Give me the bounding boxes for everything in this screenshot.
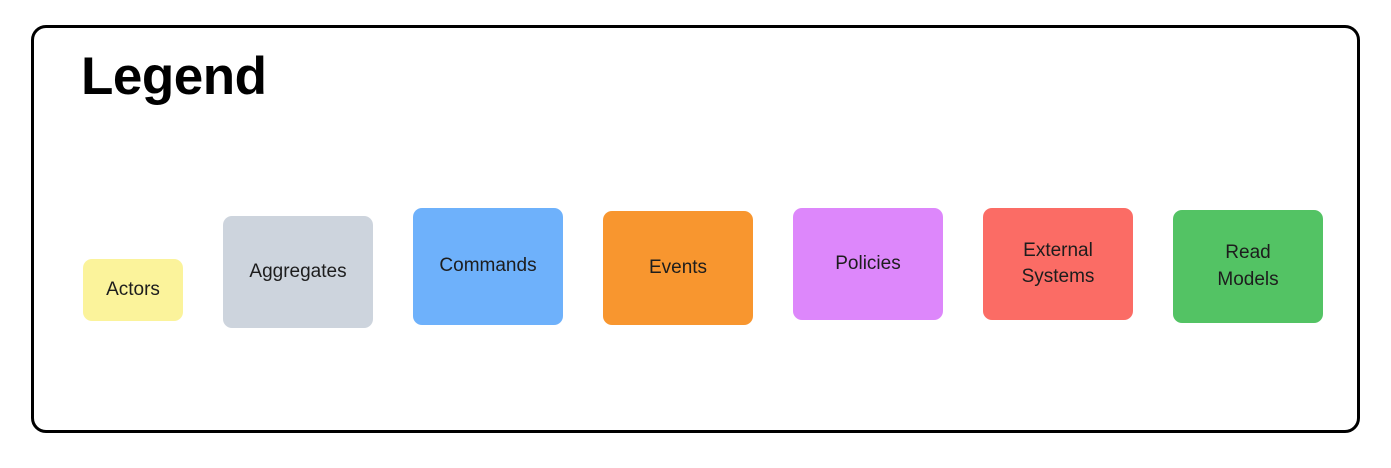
legend-item-label: External Systems [1021, 239, 1095, 287]
legend-item-label: Read Models [1217, 242, 1279, 290]
legend-item-events[interactable]: Events [603, 211, 753, 325]
page-title: Legend [81, 47, 267, 106]
legend-item-label: Policies [835, 252, 901, 274]
legend-panel: Legend Actors Aggregates Commands Events Pol… [31, 25, 1360, 433]
legend-item-actors[interactable]: Actors [83, 259, 183, 321]
legend-swatch-list: Actors Aggregates Commands Events Policies Ex… [34, 28, 1357, 430]
legend-item-commands[interactable]: Commands [413, 208, 563, 325]
legend-item-label: Actors [106, 278, 160, 300]
legend-item-read-models[interactable]: Read Models [1173, 210, 1323, 323]
legend-item-label: Aggregates [249, 260, 347, 282]
legend-item-label: Commands [439, 255, 537, 277]
legend-item-aggregates[interactable]: Aggregates [223, 216, 373, 328]
legend-item-label: Events [648, 256, 708, 278]
legend-item-policies[interactable]: Policies [793, 208, 943, 320]
legend-item-external-systems[interactable]: External Systems [983, 208, 1133, 320]
